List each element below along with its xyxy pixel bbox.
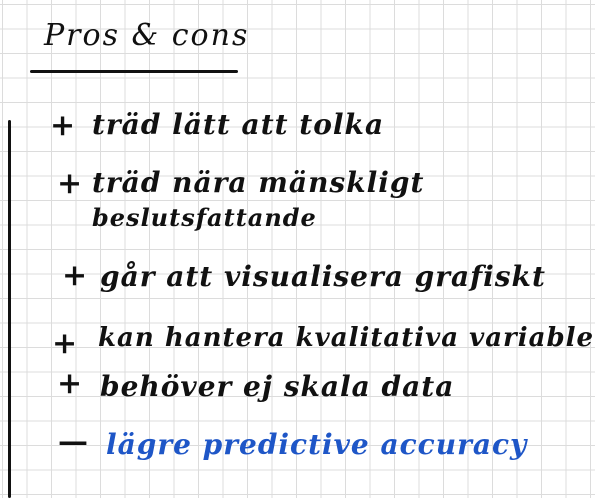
list-item-text: går att visualisera grafiskt <box>100 260 546 293</box>
left-margin-line <box>8 120 11 498</box>
plus-marker: + <box>52 326 78 361</box>
note-title: Pros & cons <box>44 18 250 53</box>
list-item-text: träd lätt att tolka <box>92 108 385 141</box>
plus-marker: + <box>50 108 76 143</box>
list-item-text: kan hantera kvalitativa variabler <box>98 323 595 353</box>
plus-marker: + <box>62 258 88 293</box>
list-item-text: lägre predictive accuracy <box>106 428 528 461</box>
title-underline <box>30 70 238 73</box>
minus-marker: — <box>58 424 88 459</box>
list-item-text: träd nära mänskligt <box>92 166 425 199</box>
list-item-text: beslutsfattande <box>92 203 317 232</box>
list-item-text: behöver ej skala data <box>100 370 455 403</box>
plus-marker: + <box>57 366 83 401</box>
plus-marker: + <box>57 166 83 201</box>
